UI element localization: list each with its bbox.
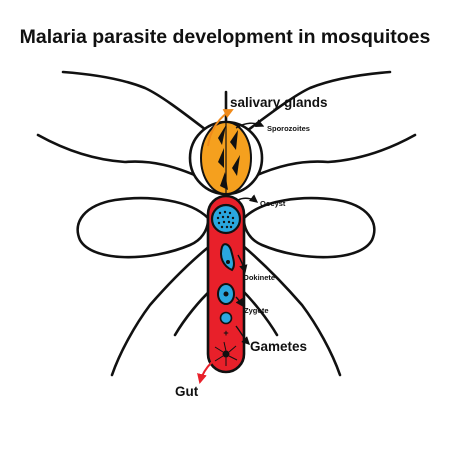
label-gut: Gut <box>175 384 199 399</box>
sporozoite-icon <box>220 172 228 190</box>
gamete-male-icon <box>214 341 238 366</box>
gametes-arrow <box>235 325 250 345</box>
oocyst-dots <box>216 210 235 229</box>
ookinete-arrow <box>237 254 248 274</box>
label-ookinete: Ookinete <box>243 273 275 282</box>
plus-sign-icon: + <box>223 328 228 338</box>
sporozoite-icon <box>230 130 238 150</box>
label-salivary-glands: salivary glands <box>230 95 328 110</box>
sporozoite-icon <box>232 155 240 176</box>
wing-right <box>242 196 376 259</box>
zygote-arrow <box>235 296 244 308</box>
sporozoite-icon <box>218 125 226 145</box>
oocyst-arrow <box>237 194 259 203</box>
label-gametes: Gametes <box>250 339 307 354</box>
leg-low-left <box>173 288 213 337</box>
zygote-nucleus <box>223 291 229 297</box>
gut-arrow <box>197 361 213 384</box>
label-oocyst: Oocyst <box>260 199 286 208</box>
gamete-female-icon <box>219 311 233 325</box>
antenna-right <box>246 70 392 132</box>
leg-mid-left <box>110 243 213 377</box>
ookinete-nucleus <box>226 260 230 264</box>
salivary-arrow <box>207 109 234 147</box>
antenna-left <box>61 70 208 132</box>
leg-mid-right <box>240 243 342 377</box>
wing-left <box>76 196 210 259</box>
leg-upper-left <box>36 133 212 184</box>
ookinete-icon <box>220 243 235 272</box>
oocyst-icon <box>210 203 242 235</box>
label-zygote: Zygote <box>244 306 269 315</box>
page-title: Malaria parasite development in mosquito… <box>20 26 431 48</box>
label-sporozoites: Sporozoites <box>267 124 310 133</box>
sporozoite-icon <box>218 148 224 168</box>
sporozoites-arrow <box>235 119 265 129</box>
leg-upper-right <box>240 133 417 184</box>
